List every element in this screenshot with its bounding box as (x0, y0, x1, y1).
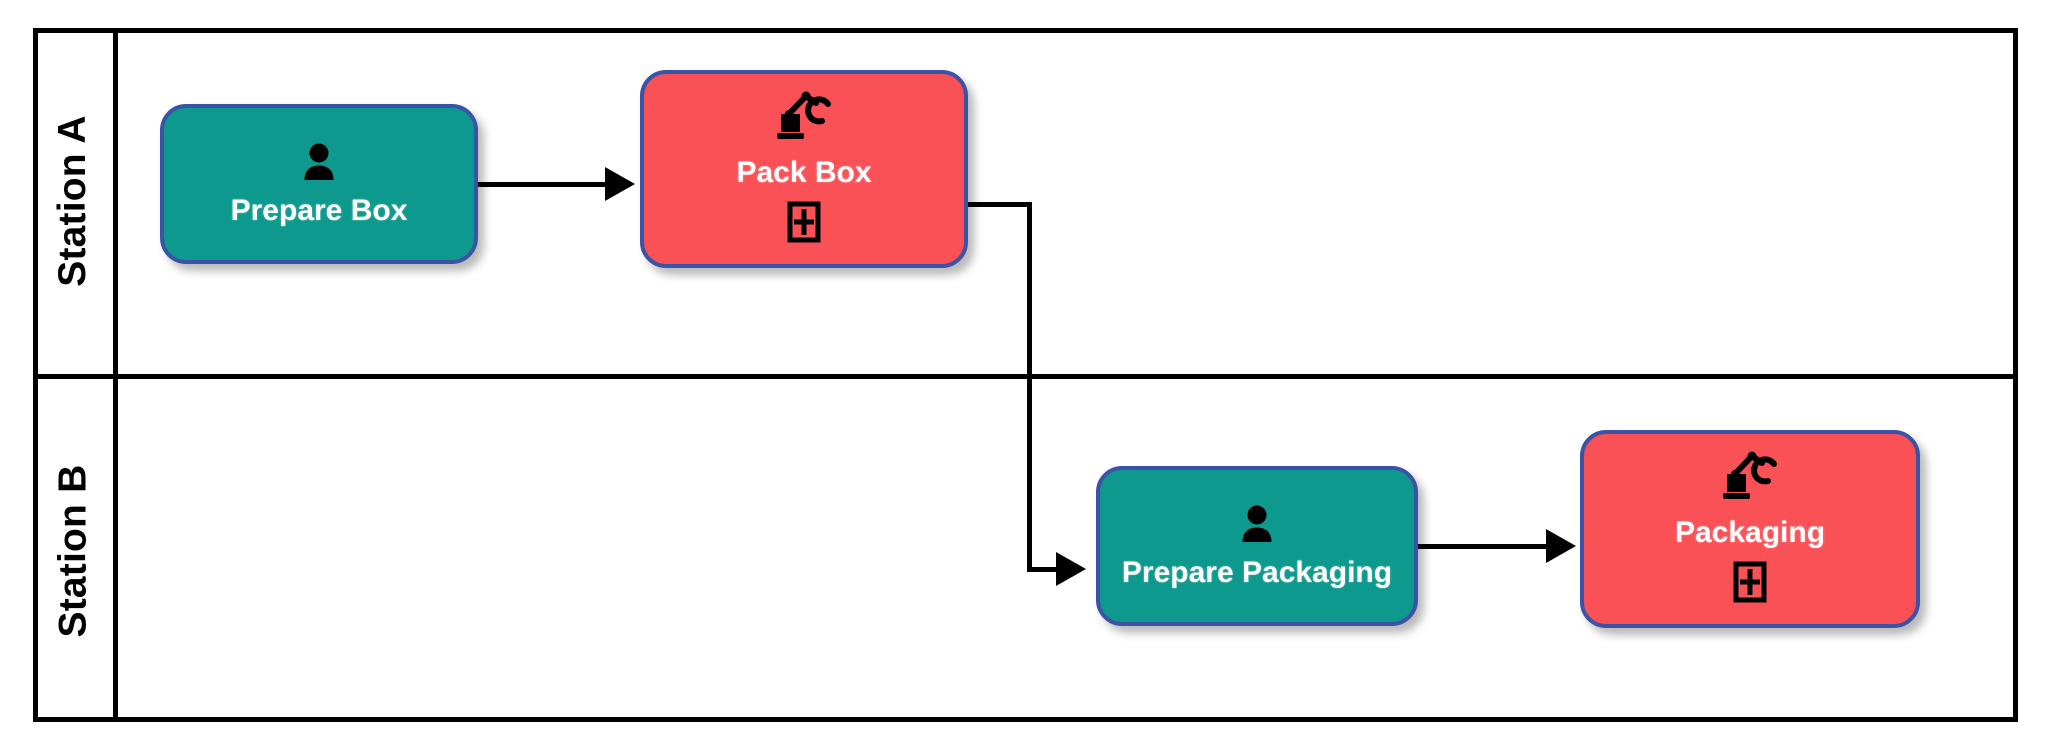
connector-line (478, 182, 610, 187)
connector-line (1418, 544, 1550, 549)
task-node-label: Prepare Packaging (1121, 555, 1393, 589)
box-plus-icon (1733, 561, 1767, 608)
connector-line-v (1027, 202, 1032, 572)
task-node-label: Packaging (1674, 516, 1826, 550)
task-node-label: Prepare Box (230, 193, 408, 227)
robot-arm-icon (1721, 450, 1779, 507)
person-icon (302, 142, 336, 185)
connector-line-h2 (1027, 567, 1063, 572)
arrowhead-icon (1546, 529, 1576, 563)
arrowhead-icon (1056, 552, 1086, 586)
connector-line-h1 (966, 202, 1032, 207)
robot-arm-icon (775, 90, 833, 147)
box-plus-icon (787, 201, 821, 248)
task-node-prepare-box[interactable]: Prepare Box (160, 104, 478, 264)
task-node-pack-box[interactable]: Pack Box (640, 70, 968, 268)
person-icon (1240, 504, 1274, 547)
lane-label-column-divider (113, 28, 118, 722)
lane-divider (33, 374, 2018, 379)
arrowhead-icon (605, 167, 635, 201)
task-node-label: Pack Box (736, 156, 872, 190)
task-node-prepare-packaging[interactable]: Prepare Packaging (1096, 466, 1418, 626)
task-node-packaging[interactable]: Packaging (1580, 430, 1920, 628)
